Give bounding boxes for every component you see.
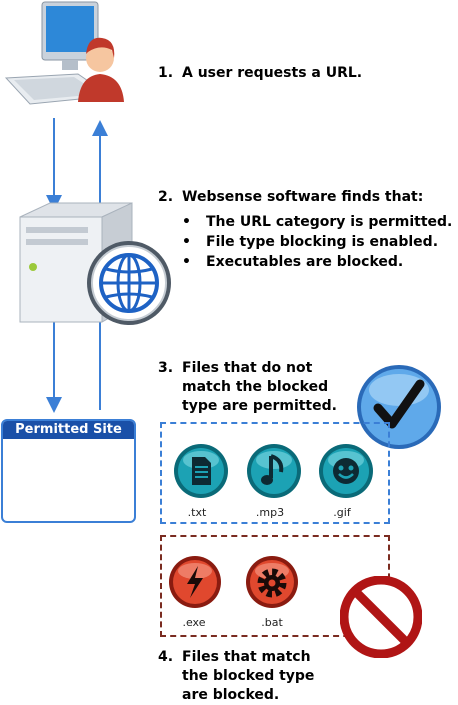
bullet-icon: • (182, 234, 191, 250)
exe-file-label: .exe (182, 616, 206, 629)
user-computer-icon (4, 1, 124, 105)
bat-file-label: .bat (261, 616, 283, 629)
mp3-file-label: .mp3 (255, 506, 285, 519)
checkmark-icon (357, 365, 441, 449)
bullet-icon: • (182, 214, 191, 230)
bullet-icon: • (182, 254, 191, 270)
step-1-number: 1. (158, 65, 174, 81)
step-3: 3.Files that do not match the blocked ty… (158, 360, 337, 414)
step-3-number: 3. (158, 360, 174, 376)
permitted-files-group (160, 422, 390, 524)
finding-list: •The URL category is permitted. •File ty… (182, 212, 452, 272)
step-2: 2. Websense software finds that: (158, 188, 423, 207)
txt-file-icon (174, 444, 228, 498)
step-2-number: 2. (158, 189, 174, 205)
step-4-number: 4. (158, 649, 174, 665)
step-1-text: A user requests a URL. (182, 65, 363, 81)
gif-file-label: .gif (333, 506, 351, 519)
step-4: 4.Files that match the blocked type are … (158, 649, 315, 703)
bat-file-icon (246, 556, 298, 608)
finding-item: •The URL category is permitted. (182, 214, 453, 230)
finding-item: •File type blocking is enabled. (182, 234, 439, 250)
step-1: 1. A user requests a URL. (158, 64, 362, 83)
mp3-file-icon (247, 444, 301, 498)
permitted-site-box: Permitted Site (1, 419, 136, 523)
permitted-site-title: Permitted Site (3, 421, 134, 439)
finding-item: •Executables are blocked. (182, 254, 404, 270)
step-2-text: Websense software finds that: (182, 189, 424, 205)
gif-file-icon (319, 444, 373, 498)
websense-server-icon (19, 202, 171, 325)
txt-file-label: .txt (187, 506, 207, 519)
prohibited-icon (340, 576, 422, 658)
exe-file-icon (169, 556, 221, 608)
